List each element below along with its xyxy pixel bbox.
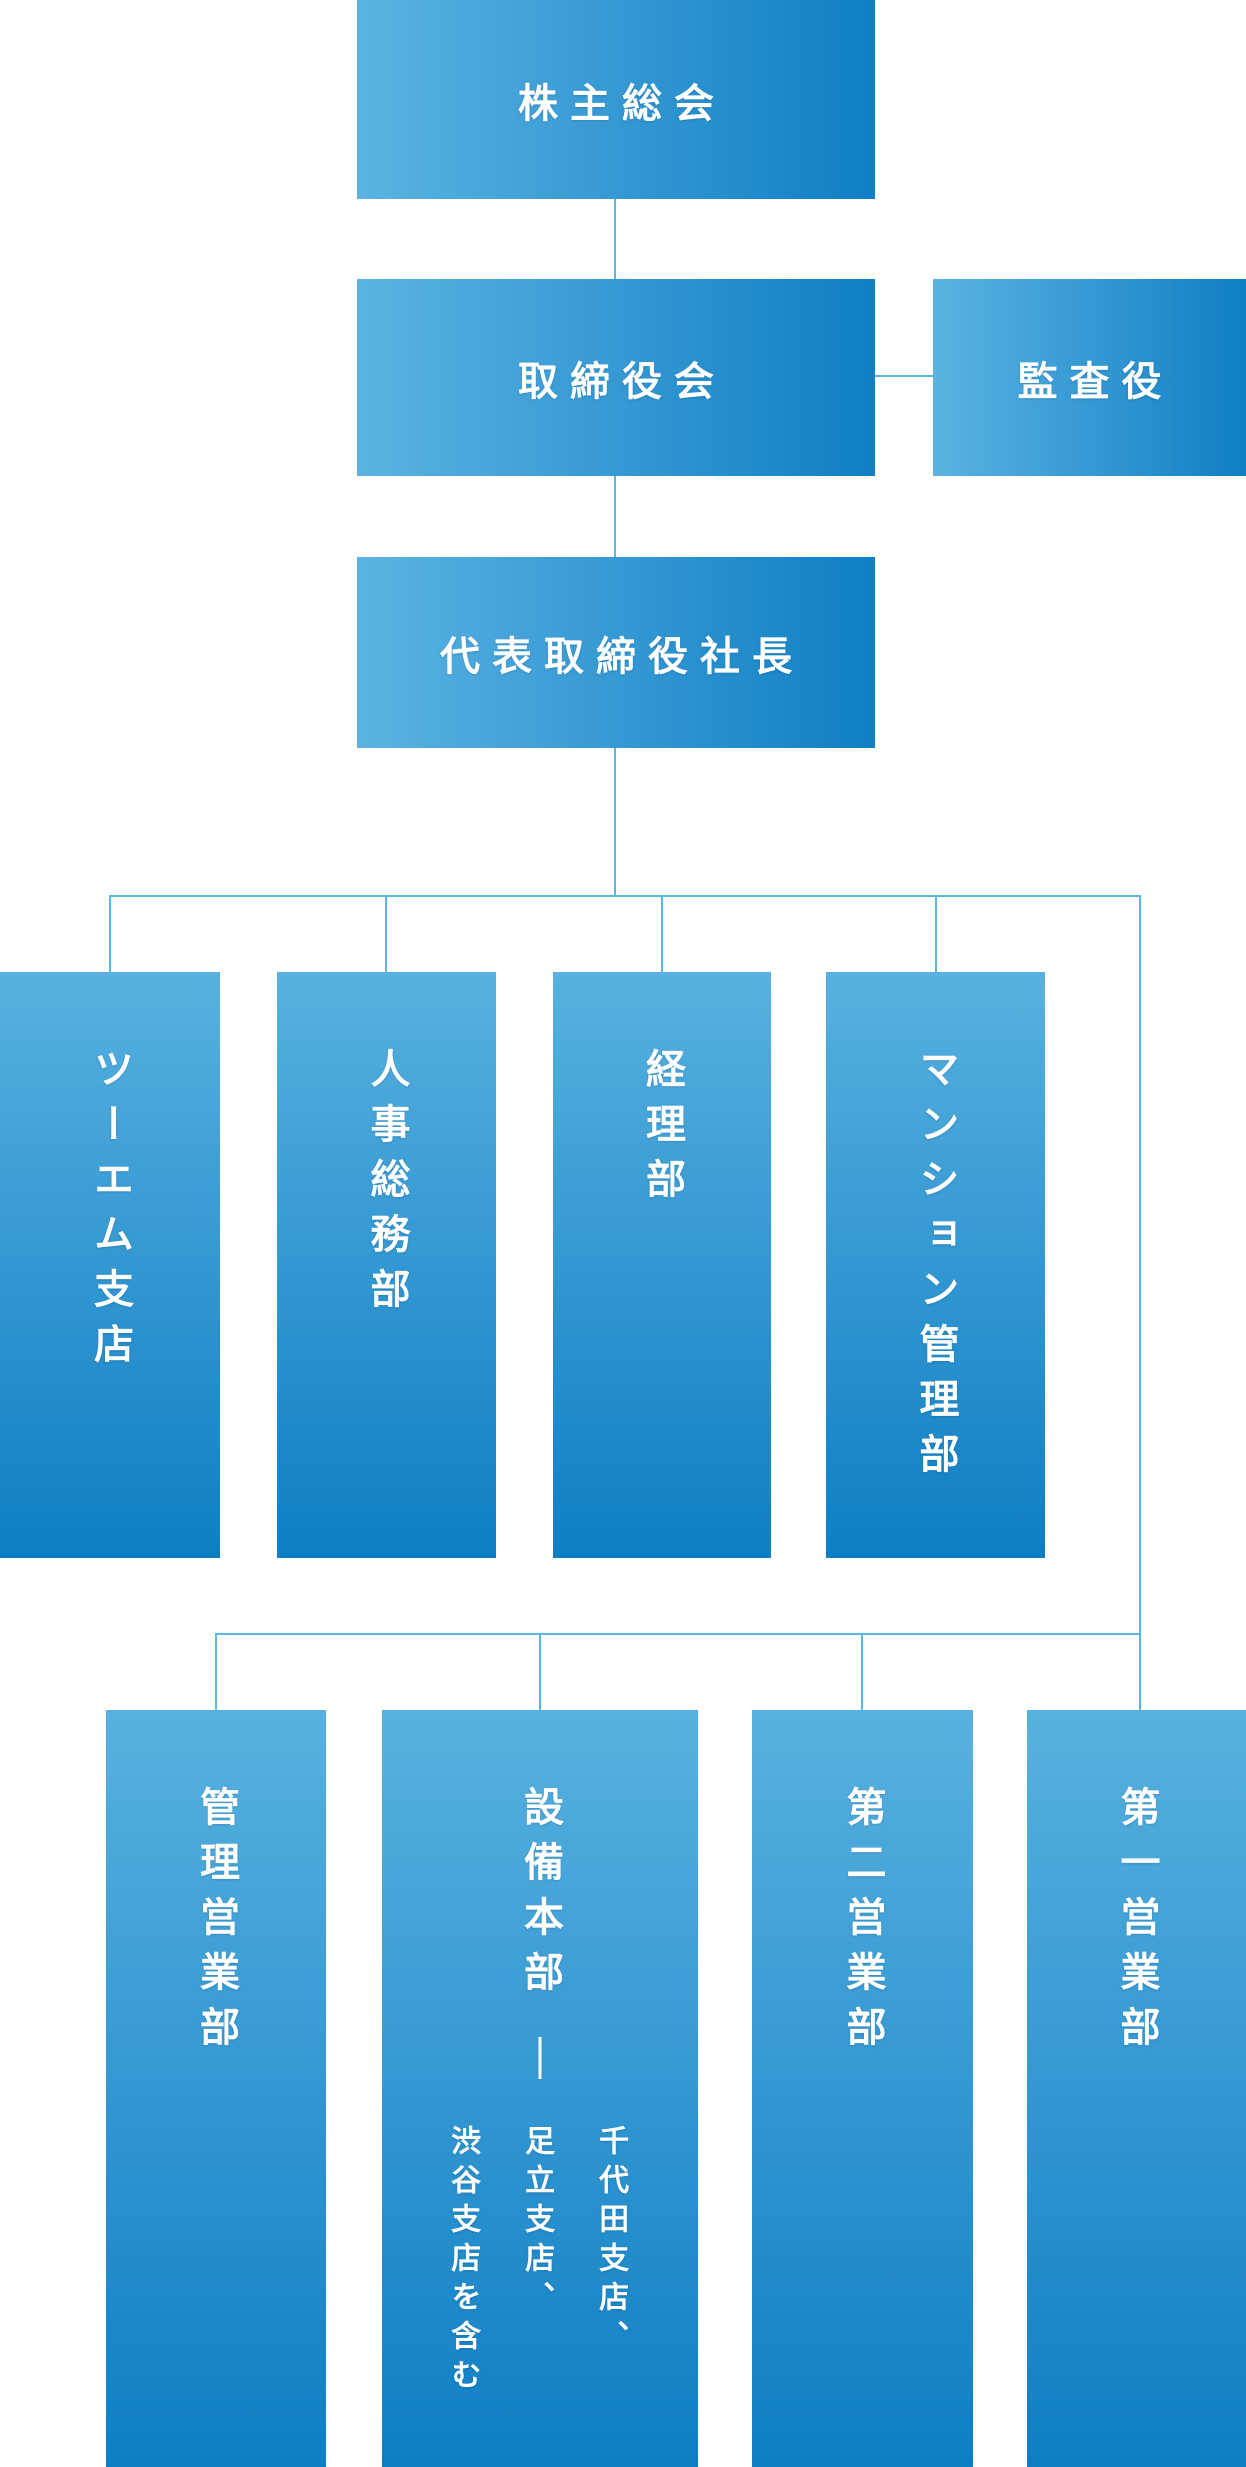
facilities-headquarters-label: 設備本部: [518, 1786, 562, 2006]
connector-row2-horizontal: [215, 1633, 1141, 1635]
facilities-note: 千代田支店、 足立支店、 渋谷支店を含む: [440, 2125, 632, 2398]
node-mansion-management-dept: マンション管理部: [826, 972, 1045, 1558]
node-accounting-dept: 経理部: [553, 972, 771, 1558]
connector-drop-hr: [385, 897, 387, 972]
connector-board-auditor: [875, 375, 933, 377]
facilities-note-col-2: 足立支店、: [520, 2125, 554, 2320]
node-tsuemu-branch: ツーエム支店: [0, 972, 220, 1558]
node-shareholders-meeting: 株主総会: [357, 0, 875, 199]
node-board-of-directors: 取締役会: [357, 279, 875, 476]
node-facilities-headquarters: 設備本部 千代田支店、 足立支店、 渋谷支店を含む: [382, 1710, 698, 2467]
node-president: 代表取締役社長: [357, 557, 875, 748]
dash-connector: [538, 2037, 542, 2079]
mansion-management-label: マンション管理部: [913, 1048, 958, 1488]
facilities-note-col-3: 渋谷支店を含む: [446, 2125, 480, 2398]
connector-shareholders-board: [614, 199, 616, 279]
board-of-directors-label: 取締役会: [518, 359, 726, 404]
connector-board-president: [614, 476, 616, 557]
connector-drop-mansion: [935, 897, 937, 972]
connector-president-trunk: [614, 748, 616, 897]
tsuemu-branch-label: ツーエム支店: [88, 1048, 132, 1378]
shareholders-meeting-label: 株主総会: [518, 81, 726, 126]
second-sales-label: 第二営業部: [840, 1786, 885, 2061]
auditor-label: 監査役: [1017, 359, 1174, 404]
connector-drop-facilities: [539, 1635, 541, 1710]
node-management-sales-dept: 管理営業部: [106, 1710, 326, 2467]
node-second-sales-dept: 第二営業部: [752, 1710, 973, 2467]
connector-drop-tsuemu: [109, 897, 111, 972]
first-sales-label: 第一営業部: [1114, 1786, 1159, 2061]
president-label: 代表取締役社長: [440, 634, 804, 679]
connector-drop-management-sales: [215, 1635, 217, 1710]
node-hr-general-affairs-dept: 人事総務部: [277, 972, 496, 1558]
management-sales-label: 管理営業部: [194, 1786, 238, 2061]
hr-general-affairs-label: 人事総務部: [364, 1048, 409, 1323]
node-auditor: 監査役: [933, 279, 1246, 476]
facilities-note-col-1: 千代田支店、: [594, 2125, 628, 2359]
node-first-sales-dept: 第一営業部: [1027, 1710, 1246, 2467]
connector-drop-accounting: [661, 897, 663, 972]
connector-row1-horizontal: [109, 895, 1141, 897]
connector-right-trunk: [1139, 897, 1141, 1710]
connector-drop-second-sales: [861, 1635, 863, 1710]
accounting-dept-label: 経理部: [640, 1048, 684, 1213]
